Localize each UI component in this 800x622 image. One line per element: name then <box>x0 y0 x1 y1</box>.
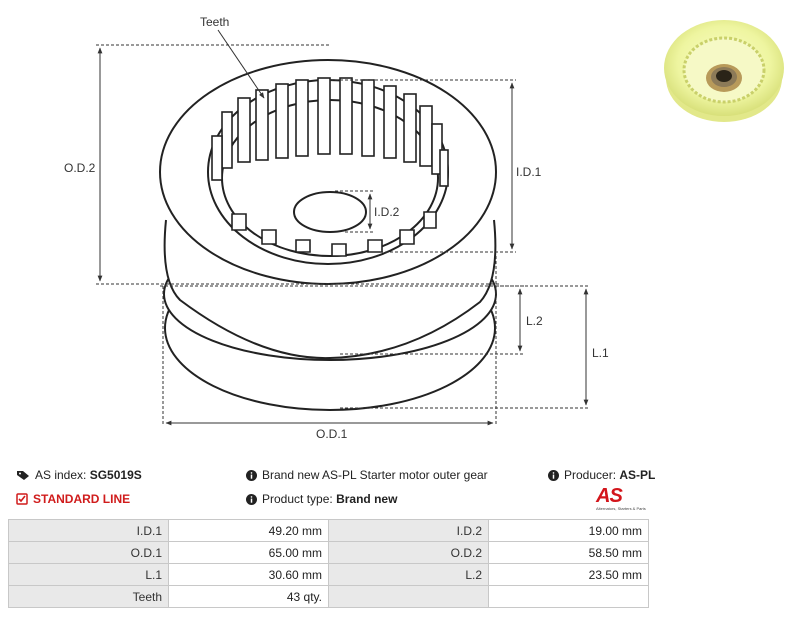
as-index-label: AS index: <box>35 468 87 482</box>
spec-value: 23.50 mm <box>488 563 649 586</box>
table-row: O.D.1 65.00 mm O.D.2 58.50 mm <box>8 541 649 564</box>
product-type-value: Brand new <box>336 492 398 506</box>
table-row: L.1 30.60 mm L.2 23.50 mm <box>8 563 649 586</box>
brand-logo: AS Alternators, Starters & Parts <box>596 486 650 514</box>
l2-label: L.2 <box>526 314 543 328</box>
spec-label: I.D.1 <box>8 519 169 542</box>
teeth-label: Teeth <box>200 15 229 29</box>
gear-teeth <box>211 77 449 257</box>
technical-drawing: Teeth O.D.2 I.D.1 I.D.2 L.2 L.1 O.D.1 <box>64 15 609 440</box>
spec-label <box>328 585 489 608</box>
spec-label: L.1 <box>8 563 169 586</box>
producer: Producer: AS-PL <box>548 468 655 482</box>
product-type-label: Product type: <box>262 492 333 506</box>
spec-value: 58.50 mm <box>488 541 649 564</box>
spec-value: 49.20 mm <box>168 519 329 542</box>
od2-label: O.D.2 <box>64 161 96 175</box>
brand-logo-mark: AS <box>596 485 623 507</box>
table-row: Teeth 43 qty. <box>8 585 649 608</box>
spec-value: 30.60 mm <box>168 563 329 586</box>
spec-value: 19.00 mm <box>488 519 649 542</box>
l1-label: L.1 <box>592 346 609 360</box>
product-photo <box>664 20 784 122</box>
id2-label: I.D.2 <box>374 205 400 219</box>
producer-value: AS-PL <box>619 468 656 482</box>
checkbox-icon <box>16 493 28 505</box>
dimension-lines <box>96 29 590 426</box>
id1-label: I.D.1 <box>516 165 542 179</box>
standard-line-label: STANDARD LINE <box>33 492 131 506</box>
brand-logo-tagline: Alternators, Starters & Parts <box>596 506 646 511</box>
as-index: AS index: SG5019S <box>16 468 142 482</box>
spec-label: L.2 <box>328 563 489 586</box>
od1-label: O.D.1 <box>316 427 348 440</box>
product-description: Brand new AS-PL Starter motor outer gear <box>246 468 488 482</box>
info-icon <box>246 469 257 481</box>
spec-value: 43 qty. <box>168 585 329 608</box>
spec-label: I.D.2 <box>328 519 489 542</box>
tag-icon <box>17 470 29 480</box>
spec-value: 65.00 mm <box>168 541 329 564</box>
as-index-value: SG5019S <box>89 468 142 482</box>
spec-table: I.D.1 49.20 mm I.D.2 19.00 mm O.D.1 65.0… <box>8 519 649 608</box>
spec-label: O.D.1 <box>8 541 169 564</box>
spec-value <box>488 585 649 608</box>
table-row: I.D.1 49.20 mm I.D.2 19.00 mm <box>8 519 649 542</box>
spec-label: O.D.2 <box>328 541 489 564</box>
standard-line: STANDARD LINE <box>16 492 130 506</box>
spec-label: Teeth <box>8 585 169 608</box>
product-type: Product type: Brand new <box>246 492 397 506</box>
info-icon <box>246 493 257 505</box>
info-icon <box>548 469 559 481</box>
description-text: Brand new AS-PL Starter motor outer gear <box>262 468 488 482</box>
producer-label: Producer: <box>564 468 617 482</box>
